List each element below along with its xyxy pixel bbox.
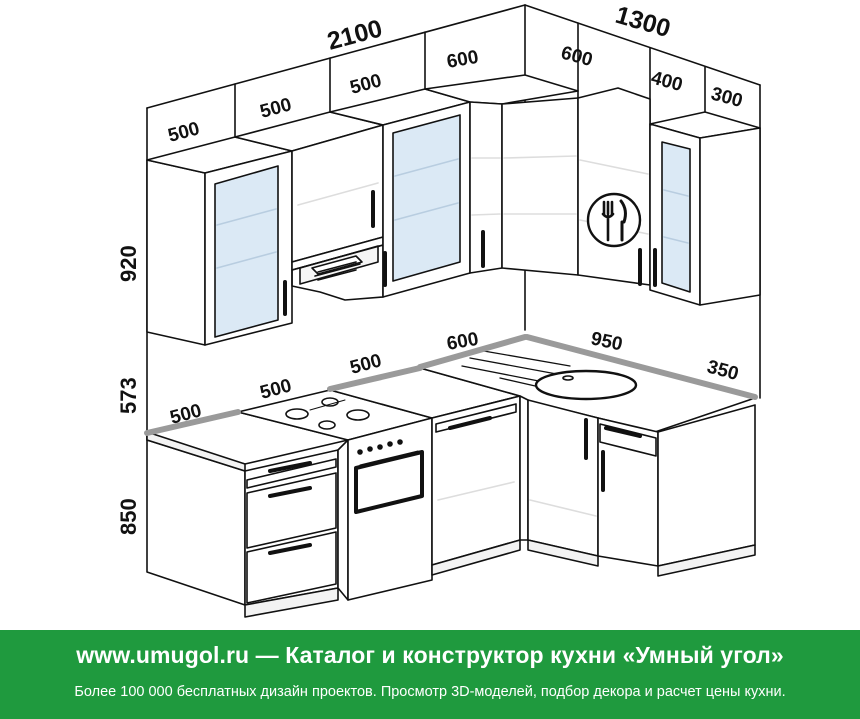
upper-cabinet-3 bbox=[329, 88, 471, 298]
footer-banner: www.umugol.ru — Каталог и конструктор ку… bbox=[0, 630, 860, 719]
dim-upper-width-4: 600 bbox=[445, 47, 480, 73]
stove-oven bbox=[337, 417, 433, 601]
dim-total-width-main: 2100 bbox=[324, 14, 385, 55]
upper-cabinet-side-1 bbox=[577, 87, 651, 286]
dim-upper-side-2: 400 bbox=[649, 68, 685, 96]
utensils-icon bbox=[586, 192, 642, 248]
dim-upper-height: 920 bbox=[116, 245, 141, 282]
dim-upper-side-1: 600 bbox=[559, 43, 595, 71]
base-cabinet-side-2 bbox=[597, 404, 756, 577]
upper-corner-cabinet bbox=[424, 74, 579, 276]
footer-subtitle: Более 100 000 бесплатных дизайн проектов… bbox=[74, 684, 786, 700]
worktop-edges bbox=[144, 334, 758, 436]
dim-upper-side-3: 300 bbox=[709, 84, 745, 112]
dim-base-side-2: 350 bbox=[705, 357, 741, 385]
dim-upper-width-2: 500 bbox=[258, 94, 294, 122]
dim-base-width-3: 500 bbox=[348, 350, 384, 378]
footer-title[interactable]: www.umugol.ru — Каталог и конструктор ку… bbox=[76, 642, 784, 668]
base-cabinet-drawers bbox=[146, 439, 339, 618]
dim-gap-height: 573 bbox=[116, 377, 141, 414]
upper-cabinet-side-2 bbox=[649, 111, 761, 306]
dim-base-height: 850 bbox=[116, 498, 141, 535]
base-corner-cabinet bbox=[519, 395, 599, 567]
upper-cabinet-1 bbox=[146, 136, 293, 346]
dim-total-width-side: 1300 bbox=[612, 1, 673, 43]
dim-upper-width-3: 500 bbox=[348, 70, 384, 98]
kitchen-drawing: 2100 1300 500 500 500 600 600 400 300 92… bbox=[116, 1, 761, 618]
worktop-left bbox=[146, 411, 349, 472]
dim-upper-width-1: 500 bbox=[166, 118, 202, 146]
dim-base-side-1: 950 bbox=[589, 328, 624, 355]
